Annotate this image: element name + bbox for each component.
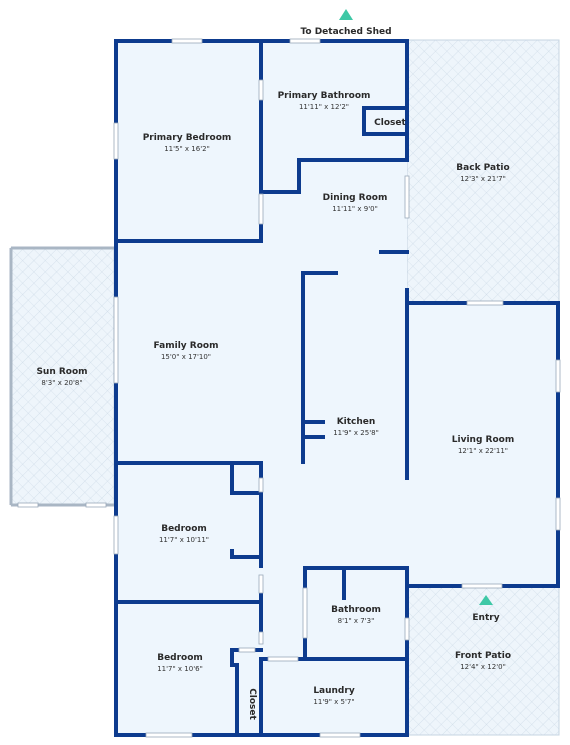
- back-patio-dims: 12'3" x 21'7": [460, 175, 506, 183]
- to-shed-label: To Detached Shed: [300, 27, 391, 37]
- bedroom-2-dims: 11'7" x 10'6": [157, 665, 203, 673]
- kitchen-name: Kitchen: [337, 417, 376, 427]
- shed-marker-icon: [339, 9, 353, 20]
- family-room-dims: 15'0" x 17'10": [161, 353, 211, 361]
- kitchen-dims: 11'9" x 25'8": [333, 429, 379, 437]
- bathroom-name: Bathroom: [331, 605, 381, 615]
- entry-marker-icon: [479, 595, 493, 605]
- laundry-dims: 11'9" x 5'7": [313, 698, 354, 706]
- bedroom-2-name: Bedroom: [157, 653, 203, 663]
- primary-bathroom-name: Primary Bathroom: [278, 91, 371, 101]
- sun-room-dims: 8'3" x 20'8": [41, 379, 82, 387]
- bedroom-1-name: Bedroom: [161, 524, 207, 534]
- laundry-name: Laundry: [313, 686, 355, 696]
- windows: [113, 38, 561, 738]
- primary-bathroom-dims: 11'11" x 12'2": [299, 103, 349, 111]
- primary-bedroom-dims: 11'5" x 16'2": [164, 145, 210, 153]
- dining-room-name: Dining Room: [323, 193, 388, 203]
- front-patio-area: [406, 586, 560, 736]
- sun-room-name: Sun Room: [36, 367, 87, 377]
- front-patio-dims: 12'4" x 12'0": [460, 663, 506, 671]
- bedroom-1-dims: 11'7" x 10'11": [159, 536, 209, 544]
- entry-label: Entry: [472, 613, 499, 623]
- living-room-dims: 12'1" x 22'11": [458, 447, 508, 455]
- closet-top-label: Closet: [374, 118, 406, 128]
- back-patio-name: Back Patio: [456, 163, 509, 173]
- primary-bedroom-name: Primary Bedroom: [143, 133, 232, 143]
- sun-room-area: [10, 247, 115, 506]
- house-interior: [116, 41, 558, 735]
- bathroom-dims: 8'1" x 7'3": [338, 617, 375, 625]
- dining-room-dims: 11'11" x 9'0": [332, 205, 378, 213]
- front-patio-name: Front Patio: [455, 651, 511, 661]
- sun-room-frame: [9, 246, 114, 508]
- back-patio-area: [406, 39, 560, 304]
- living-room-name: Living Room: [452, 435, 514, 445]
- closet-bottom-label: Closet: [247, 688, 257, 720]
- family-room-name: Family Room: [154, 341, 219, 351]
